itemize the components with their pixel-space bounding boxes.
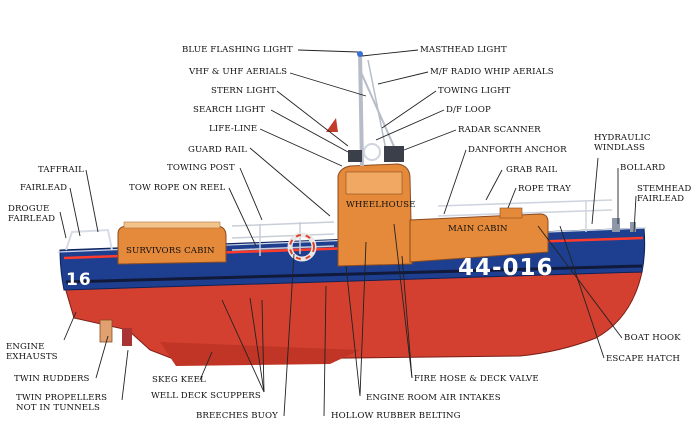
- label-stern-light: STERN LIGHT: [211, 86, 276, 96]
- label-df-loop: D/F LOOP: [446, 105, 491, 115]
- survivors-cabin-shape: [117, 225, 227, 265]
- label-guard-rail: GUARD RAIL: [188, 145, 247, 155]
- skeg-keel-shape: [160, 342, 360, 366]
- label-survivors-cabin: SURVIVORS CABIN: [126, 246, 215, 256]
- label-tow-rope-on-reel: TOW ROPE ON REEL: [129, 183, 226, 193]
- label-taffrail: TAFFRAIL: [38, 165, 84, 175]
- label-search-light: SEARCH LIGHT: [193, 105, 266, 115]
- main-cabin-shape: [409, 213, 549, 263]
- bow-number-partial: 16: [66, 270, 92, 290]
- label-hydraulic-windlass: HYDRAULIC WINDLASS: [594, 133, 651, 153]
- rope-tray-shape: [499, 207, 523, 219]
- label-wheelhouse: WHEELHOUSE: [346, 200, 416, 210]
- label-masthead-light: MASTHEAD LIGHT: [420, 45, 507, 55]
- label-main-cabin: MAIN CABIN: [448, 224, 508, 234]
- label-vhf-uhf-aerials: VHF & UHF AERIALS: [189, 67, 288, 77]
- label-radar-scanner: RADAR SCANNER: [458, 125, 541, 135]
- label-escape-hatch: ESCAPE HATCH: [606, 354, 680, 364]
- radar-scanner-shape: [384, 146, 404, 162]
- label-mf-radio-whip-aerials: M/F RADIO WHIP AERIALS: [430, 67, 554, 77]
- label-well-deck-scuppers: WELL DECK SCUPPERS: [151, 391, 261, 401]
- label-fire-hose-deck-valve: FIRE HOSE & DECK VALVE: [414, 374, 539, 384]
- label-stemhead-fairlead: STEMHEAD FAIRLEAD: [637, 184, 692, 204]
- hull-number: 44-016: [458, 255, 554, 281]
- label-twin-propellers: TWIN PROPELLERS NOT IN TUNNELS: [16, 393, 108, 413]
- label-towing-light: TOWING LIGHT: [438, 86, 511, 96]
- label-engine-room-air-intakes: ENGINE ROOM AIR INTAKES: [366, 393, 501, 403]
- label-twin-rudders: TWIN RUDDERS: [14, 374, 90, 384]
- label-danforth-anchor: DANFORTH ANCHOR: [468, 145, 567, 155]
- leader-lines: [59, 49, 637, 417]
- label-rope-tray: ROPE TRAY: [518, 184, 571, 194]
- label-bollard: BOLLARD: [620, 163, 666, 173]
- label-life-line: LIFE-LINE: [209, 124, 258, 134]
- label-drogue-fairlead: DROGUE FAIRLEAD: [8, 204, 56, 224]
- engine-exhaust-shape: [99, 319, 113, 343]
- label-engine-exhausts: ENGINE EXHAUSTS: [6, 342, 58, 362]
- label-breeches-buoy: BREECHES BUOY: [196, 411, 278, 421]
- label-blue-flashing-light: BLUE FLASHING LIGHT: [182, 45, 293, 55]
- label-towing-post: TOWING POST: [167, 163, 235, 173]
- label-skeg-keel: SKEG KEEL: [152, 375, 206, 385]
- label-grab-rail: GRAB RAIL: [506, 165, 558, 175]
- hull-red-underbody: [63, 271, 643, 361]
- label-boat-hook: BOAT HOOK: [624, 333, 681, 343]
- rudder-shape: [122, 328, 132, 346]
- label-fairlead: FAIRLEAD: [20, 183, 68, 193]
- mast-shape: [358, 51, 364, 167]
- label-hollow-rubber-belting: HOLLOW RUBBER BELTING: [331, 411, 461, 421]
